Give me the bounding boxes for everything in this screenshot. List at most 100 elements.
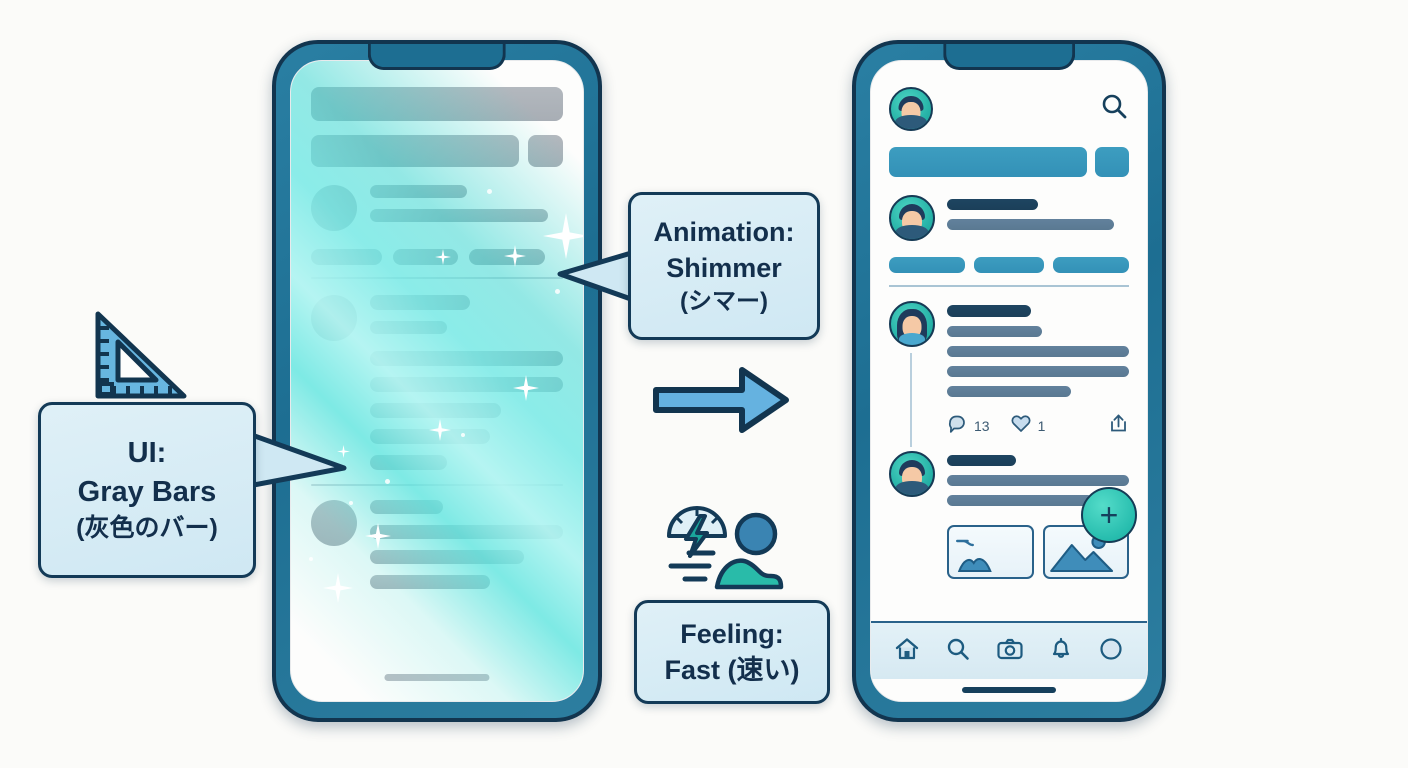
skeleton-line: [370, 209, 548, 222]
skeleton-chip: [311, 249, 382, 265]
post-name-bar: [947, 199, 1038, 210]
heart-icon[interactable]: [1011, 414, 1031, 438]
featured-banner[interactable]: [889, 147, 1088, 177]
callout-line: UI:: [127, 437, 167, 470]
sparkle-dot-icon: [487, 189, 492, 194]
like-count: 1: [1037, 418, 1046, 434]
skeleton-line: [370, 455, 448, 470]
sparkle-dot-icon: [309, 557, 313, 561]
post-text-line: [947, 219, 1115, 230]
skeleton-post-1: [311, 185, 563, 231]
home-icon[interactable]: [894, 636, 920, 667]
post-text-line: [947, 475, 1129, 486]
loaded-screen: 13 1: [870, 60, 1148, 702]
post-top: [889, 195, 1129, 241]
skeleton-divider: [311, 277, 563, 279]
speed-person-icon: [655, 492, 795, 601]
callout-line: Fast (速い): [664, 655, 800, 685]
skeleton-line: [370, 377, 563, 392]
skeleton-line: [370, 295, 471, 310]
skeleton-post-3: [311, 500, 563, 589]
ruler-triangle-icon: [84, 308, 192, 411]
thumbnail-row: [947, 525, 1129, 579]
skeleton-post-2: [311, 295, 563, 341]
avatar[interactable]: [889, 451, 935, 497]
camera-icon[interactable]: [996, 636, 1024, 667]
callout-line: Shimmer: [666, 252, 782, 283]
ui-gray-bars-callout: UI: Gray Bars (灰色のバー): [38, 402, 256, 578]
phone-notch-left: [367, 44, 507, 70]
ui-content-area: 13 1: [871, 61, 1147, 621]
sparkle-dot-icon: [461, 433, 465, 437]
skeleton-avatar: [311, 185, 357, 231]
skeleton-line: [370, 550, 525, 564]
skeleton-line: [370, 575, 490, 589]
post-text-line: [947, 495, 1093, 506]
app-header: [889, 87, 1129, 131]
filter-chip[interactable]: [889, 257, 965, 273]
avatar[interactable]: [889, 195, 935, 241]
callout-line: Animation:: [653, 216, 795, 247]
skeleton-chip: [469, 249, 545, 265]
skeleton-line: [370, 403, 502, 418]
home-indicator: [871, 679, 1147, 701]
search-icon[interactable]: [1099, 92, 1129, 127]
add-post-fab-button[interactable]: +: [1081, 487, 1137, 543]
banner-action-square[interactable]: [1095, 147, 1129, 177]
filter-chip[interactable]: [1053, 257, 1130, 273]
skeleton-banner: [311, 87, 563, 121]
sparkle-dot-icon: [385, 479, 390, 484]
avatar[interactable]: [889, 87, 933, 131]
plus-icon: +: [1099, 497, 1119, 533]
landscape-image-icon[interactable]: [947, 525, 1034, 579]
sparkle-dot-icon: [349, 501, 353, 505]
skeleton-line: [370, 351, 563, 366]
post-main: 13 1: [889, 301, 1129, 447]
skeleton-line: [370, 525, 563, 539]
post-bottom: [889, 451, 1129, 579]
filter-chip[interactable]: [973, 257, 1045, 273]
avatar[interactable]: [889, 301, 935, 347]
skeleton-loading-phone: [272, 40, 602, 722]
callout-line: Feeling:: [680, 618, 784, 649]
loaded-content-phone: 13 1: [852, 40, 1166, 722]
comment-icon[interactable]: [947, 414, 967, 439]
skeleton-chip-row: [311, 249, 563, 265]
profile-circle-icon[interactable]: [1098, 636, 1124, 667]
bell-icon[interactable]: [1049, 636, 1073, 667]
skeleton-content: [291, 61, 583, 701]
skeleton-chip: [392, 249, 459, 265]
phone-notch-right: [943, 44, 1075, 70]
feeling-fast-callout: Feeling: Fast (速い): [634, 600, 830, 704]
post-text-line: [947, 366, 1129, 377]
engagement-bar: 13 1: [947, 413, 1129, 439]
skeleton-avatar: [311, 500, 357, 546]
skeleton-search-square: [527, 135, 563, 167]
skeleton-screen: [290, 60, 584, 702]
post-text-line: [947, 326, 1042, 337]
section-divider: [889, 285, 1129, 287]
post-text-line: [947, 386, 1071, 397]
search-icon[interactable]: [945, 636, 971, 667]
comment-count: 13: [974, 418, 990, 434]
skeleton-line: [370, 429, 490, 444]
post-name-bar: [947, 455, 1017, 466]
skeleton-line: [370, 185, 467, 198]
thread-line: [910, 353, 912, 447]
skeleton-avatar: [311, 295, 357, 341]
share-icon[interactable]: [1108, 413, 1129, 439]
app-ui: 13 1: [871, 61, 1147, 701]
callout-line: (シマー): [680, 288, 768, 316]
bottom-navigation-bar: [871, 621, 1147, 679]
skeleton-home-indicator: [384, 674, 490, 681]
mountain-image-icon[interactable]: [1042, 525, 1129, 579]
right-arrow-icon: [650, 362, 792, 443]
post-name-bar: [947, 305, 1031, 317]
skeleton-search-bar: [311, 135, 519, 167]
callout-line: (灰色のバー): [76, 514, 218, 543]
post-text-line: [947, 346, 1129, 357]
home-indicator-bar: [962, 687, 1056, 693]
skeleton-line: [370, 500, 444, 514]
animation-shimmer-callout: Animation: Shimmer (シマー): [628, 192, 820, 340]
